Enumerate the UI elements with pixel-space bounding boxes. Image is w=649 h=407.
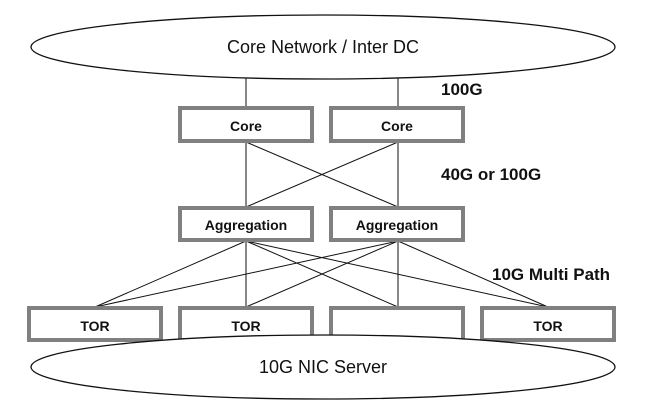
link-agg2-tor4 (397, 240, 549, 308)
speed-label-core-uplink: 100G (441, 80, 483, 99)
core-switch-label: Core (381, 118, 413, 134)
speed-label-core-to-aggregation: 40G or 100G (441, 165, 541, 184)
link-agg1-tor1 (94, 240, 247, 308)
tor-switch-label: TOR (533, 318, 562, 334)
aggregation-switch: Aggregation (178, 206, 314, 242)
tor-switch-label: TOR (80, 318, 109, 334)
link-agg1-tor4 (245, 240, 549, 308)
server-cloud: 10G NIC Server (30, 334, 616, 400)
tor-switch: TOR (178, 306, 314, 342)
core-network-label: Core Network / Inter DC (227, 37, 419, 57)
server-cloud-label: 10G NIC Server (259, 357, 387, 377)
link-core2-agg1 (245, 141, 399, 208)
aggregation-switch: Aggregation (329, 206, 465, 242)
tor-switch-label: TOR (231, 318, 260, 334)
links (94, 78, 549, 308)
core-switch: Core (178, 106, 314, 143)
link-agg2-tor1 (94, 240, 399, 308)
core-network-cloud: Core Network / Inter DC (30, 14, 616, 80)
speed-label-aggregation-to-tor: 10G Multi Path (492, 265, 610, 284)
aggregation-switch-label: Aggregation (205, 217, 287, 233)
aggregation-switch-label: Aggregation (356, 217, 438, 233)
tor-switch: TOR (27, 306, 163, 342)
core-switch: Core (329, 106, 465, 143)
tor-switch: TOR (480, 306, 616, 342)
link-agg2-tor2 (245, 240, 399, 308)
core-switch-label: Core (230, 118, 262, 134)
